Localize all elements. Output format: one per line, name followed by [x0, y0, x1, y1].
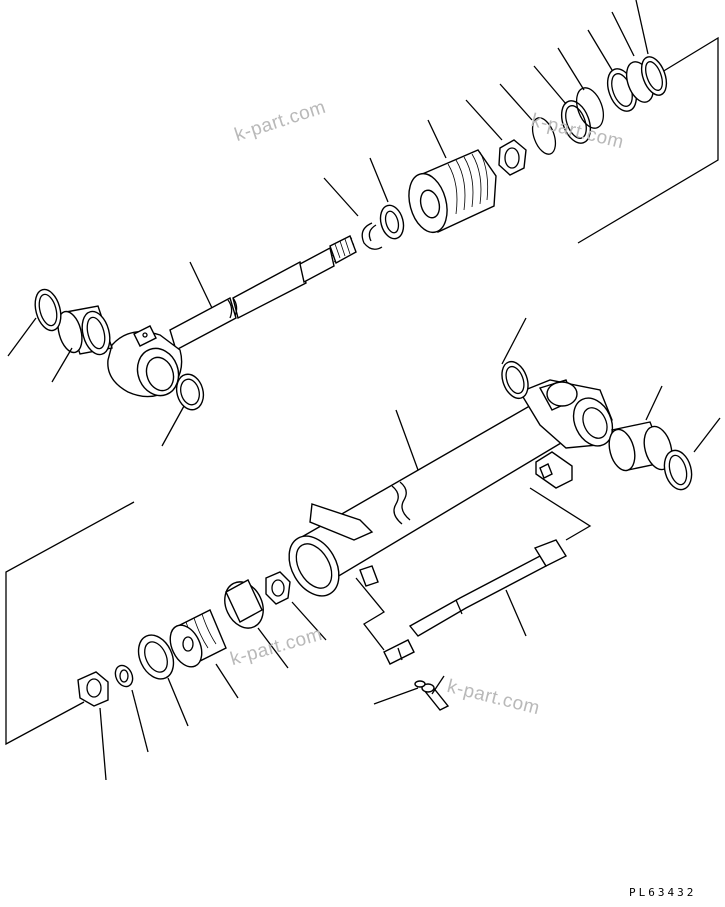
backup-ring-a — [531, 117, 557, 155]
rod-eye-washer — [175, 373, 205, 411]
spring-washer — [414, 680, 426, 688]
bushing-bottom — [608, 421, 673, 472]
pipe-bracket-line — [355, 577, 385, 651]
snap-ring — [361, 222, 383, 250]
cylinder-head-gland — [224, 579, 264, 629]
rod-eye — [107, 325, 183, 398]
rod-seal-set — [169, 609, 227, 668]
piston-ring-small — [379, 204, 405, 240]
frame-line-lower — [5, 501, 135, 746]
backup-ring-lower — [114, 664, 134, 688]
grease-fitting-block — [535, 451, 573, 489]
bushing-rod — [57, 305, 113, 356]
cylinder-bottom-clevis — [518, 379, 614, 449]
tube-fitting — [359, 565, 379, 587]
dust-seal-bottom — [663, 449, 693, 491]
leader-lines-lower — [99, 317, 721, 781]
piston-rod — [169, 235, 357, 352]
mounting-bolt — [421, 683, 450, 711]
frame-line-upper — [577, 36, 719, 244]
piston-nut — [498, 139, 527, 176]
fitting-bracket-line — [529, 487, 592, 541]
head-nut — [77, 671, 109, 707]
wear-ring-a — [560, 100, 592, 144]
dust-seal-rod — [34, 288, 62, 332]
tube-nut — [265, 571, 291, 605]
dust-seal-top-bottom — [501, 360, 529, 400]
piston-seal-c — [640, 56, 668, 96]
leader-lines-upper — [7, 0, 649, 447]
drawing-code: PL63432 — [629, 886, 697, 899]
buffer-ring — [137, 634, 175, 680]
piston — [408, 149, 497, 234]
grease-pipe — [383, 539, 568, 665]
